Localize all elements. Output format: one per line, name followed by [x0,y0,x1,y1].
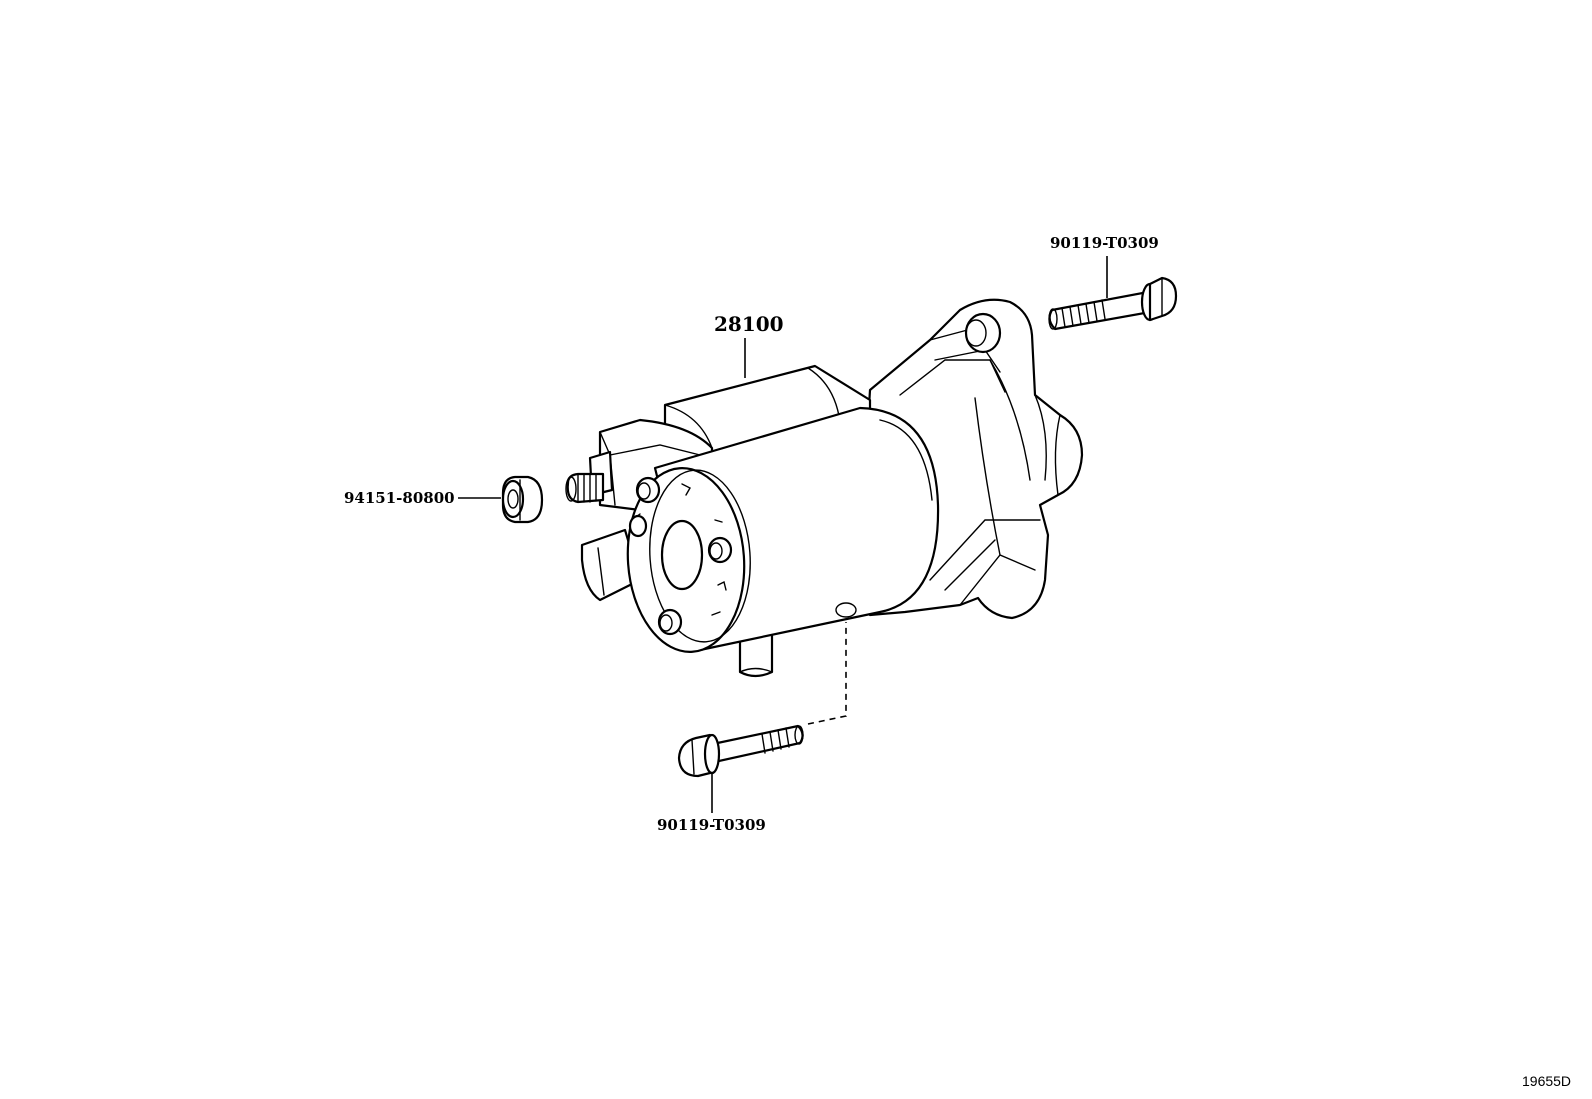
bolt-upper-drawing[interactable] [1048,276,1178,331]
lower-bolt-hole [835,602,857,618]
end-plate-bolt [707,536,733,564]
end-plate-bolt [635,476,661,504]
part-number-bolt-upper[interactable]: 90119-T0309 [1050,234,1159,252]
installation-path-lower-bolt [807,622,847,725]
part-number-nut[interactable]: 94151-80800 [344,489,455,507]
nut-drawing[interactable] [501,475,544,524]
diagram-code: 19655D [1522,1073,1572,1089]
starter-motor-assembly[interactable] [565,298,1084,678]
part-number-bolt-lower[interactable]: 90119-T0309 [657,816,766,834]
end-plate-bolt [657,608,683,636]
bolt-lower-drawing[interactable] [677,724,804,778]
part-number-starter[interactable]: 28100 [714,312,784,336]
